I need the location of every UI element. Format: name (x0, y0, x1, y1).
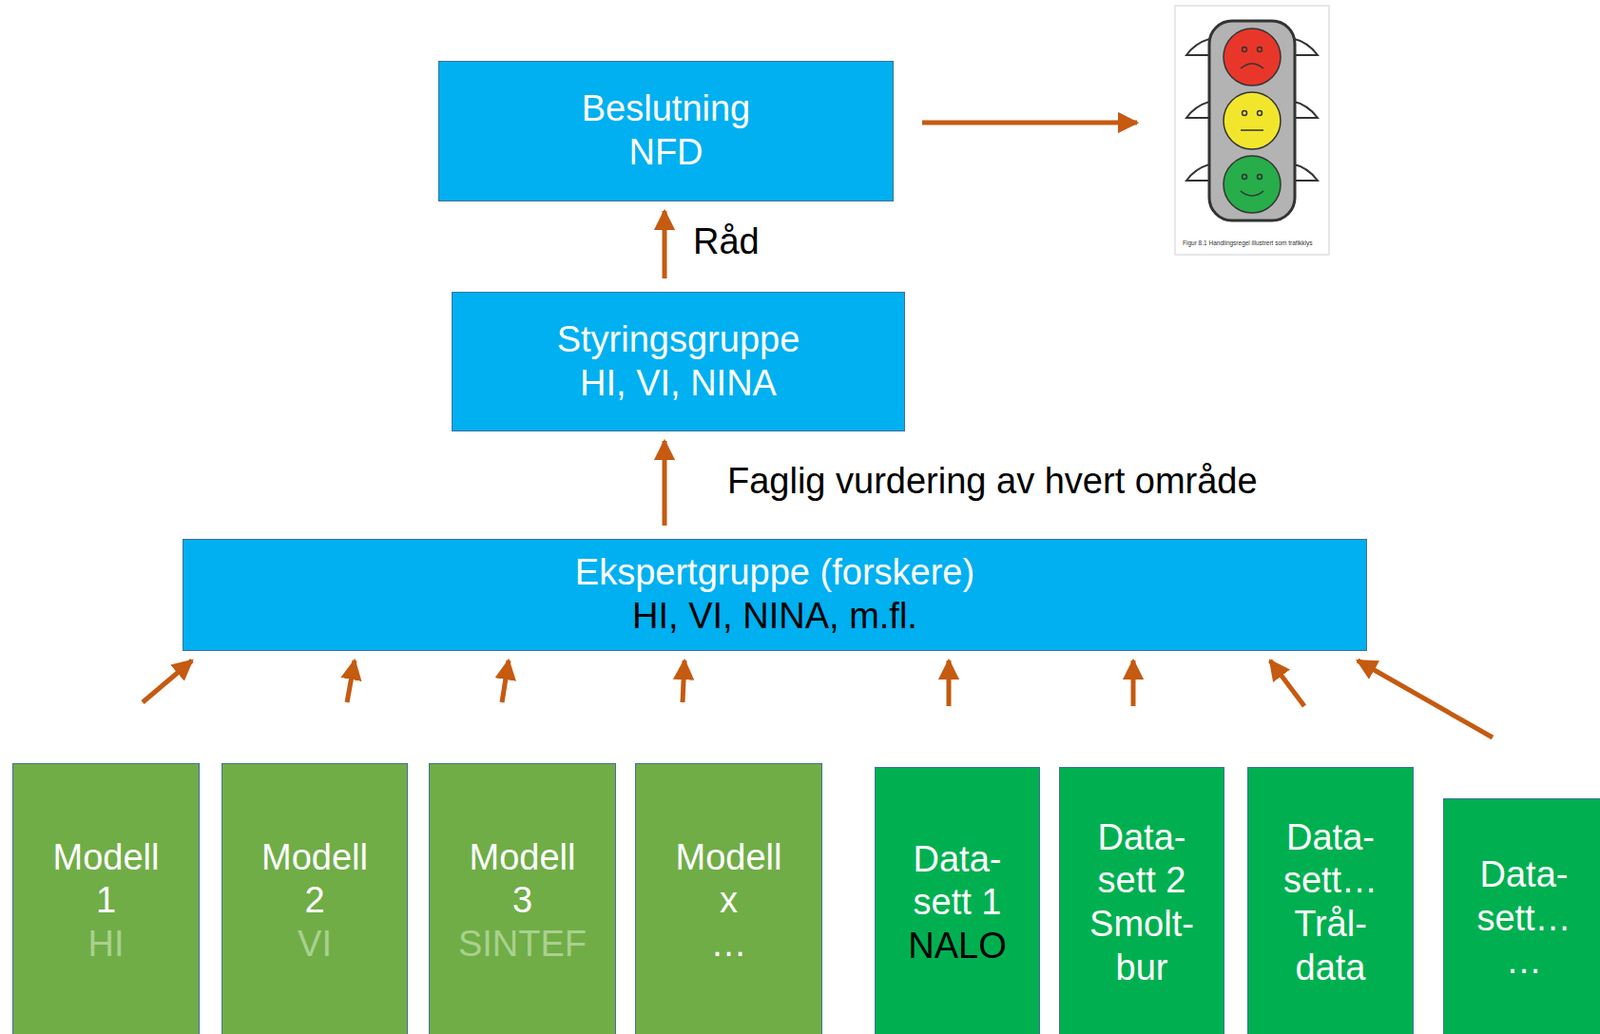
edge-label: Faglig vurdering av hvert område (725, 460, 1260, 504)
node-title: Modell 1 (39, 836, 174, 924)
edge-label: Råd (691, 220, 762, 265)
node-title: Data-sett 1 (890, 838, 1024, 926)
flow-arrow (682, 660, 685, 703)
flow-arrow (946, 660, 952, 707)
model-box: Modell x… (635, 763, 823, 1034)
decision-box: BeslutningNFD (438, 60, 894, 202)
figure-caption: Figur 8.1 Handlingsregel illustrert som … (1182, 239, 1313, 247)
node-title: Modell x (662, 836, 796, 924)
flow-arrow (662, 211, 668, 279)
flow-arrow (142, 660, 193, 703)
node-subtitle: Smolt-bur (1075, 903, 1209, 990)
node-title: Styringsgruppe (557, 318, 801, 363)
node-subtitle: HI, VI, NINA, m.fl. (632, 595, 918, 639)
flow-arrow (662, 441, 668, 526)
expert-group-box: Ekspertgruppe (forskere)HI, VI, NINA, m.… (182, 539, 1368, 652)
dataset-box: Data-sett…… (1443, 798, 1600, 1034)
light-housing (1209, 20, 1295, 221)
node-title: Data-sett… (1457, 853, 1591, 941)
dataset-box: Data-sett…Trål-data (1247, 767, 1414, 1034)
node-title: Ekspertgruppe (forskere) (575, 551, 975, 596)
flow-arrow (346, 660, 355, 703)
node-subtitle: … (1505, 940, 1543, 984)
flow-arrow (1357, 660, 1493, 738)
dataset-box: Data-sett 2Smolt-bur (1059, 767, 1225, 1034)
dataset-box: Data-sett 1NALO (874, 767, 1041, 1034)
flow-arrow (501, 660, 509, 703)
node-title: Data-sett… (1264, 816, 1398, 904)
node-title: Modell 3 (456, 836, 590, 924)
model-box: Modell 2VI (221, 763, 408, 1034)
node-subtitle: Trål-data (1264, 903, 1398, 990)
flow-arrow (1270, 660, 1305, 707)
model-box: Modell 1HI (12, 763, 200, 1034)
node-subtitle: … (711, 923, 748, 967)
node-subtitle: HI (88, 923, 125, 967)
node-subtitle: HI, VI, NINA (579, 362, 777, 406)
decision-arrow (922, 120, 1138, 126)
flow-arrow (1131, 660, 1137, 707)
node-subtitle: NFD (628, 131, 703, 175)
node-title: Modell 2 (248, 836, 382, 924)
steering-group-box: StyringsgruppeHI, VI, NINA (451, 291, 906, 432)
light-faces (1223, 28, 1281, 213)
node-subtitle: SINTEF (458, 923, 587, 967)
node-title: Data-sett 2 (1075, 816, 1209, 904)
node-title: Beslutning (581, 87, 751, 132)
node-subtitle: NALO (907, 925, 1006, 969)
model-box: Modell 3SINTEF (428, 763, 617, 1034)
node-subtitle: VI (297, 923, 332, 967)
figure-frame (1175, 5, 1330, 255)
